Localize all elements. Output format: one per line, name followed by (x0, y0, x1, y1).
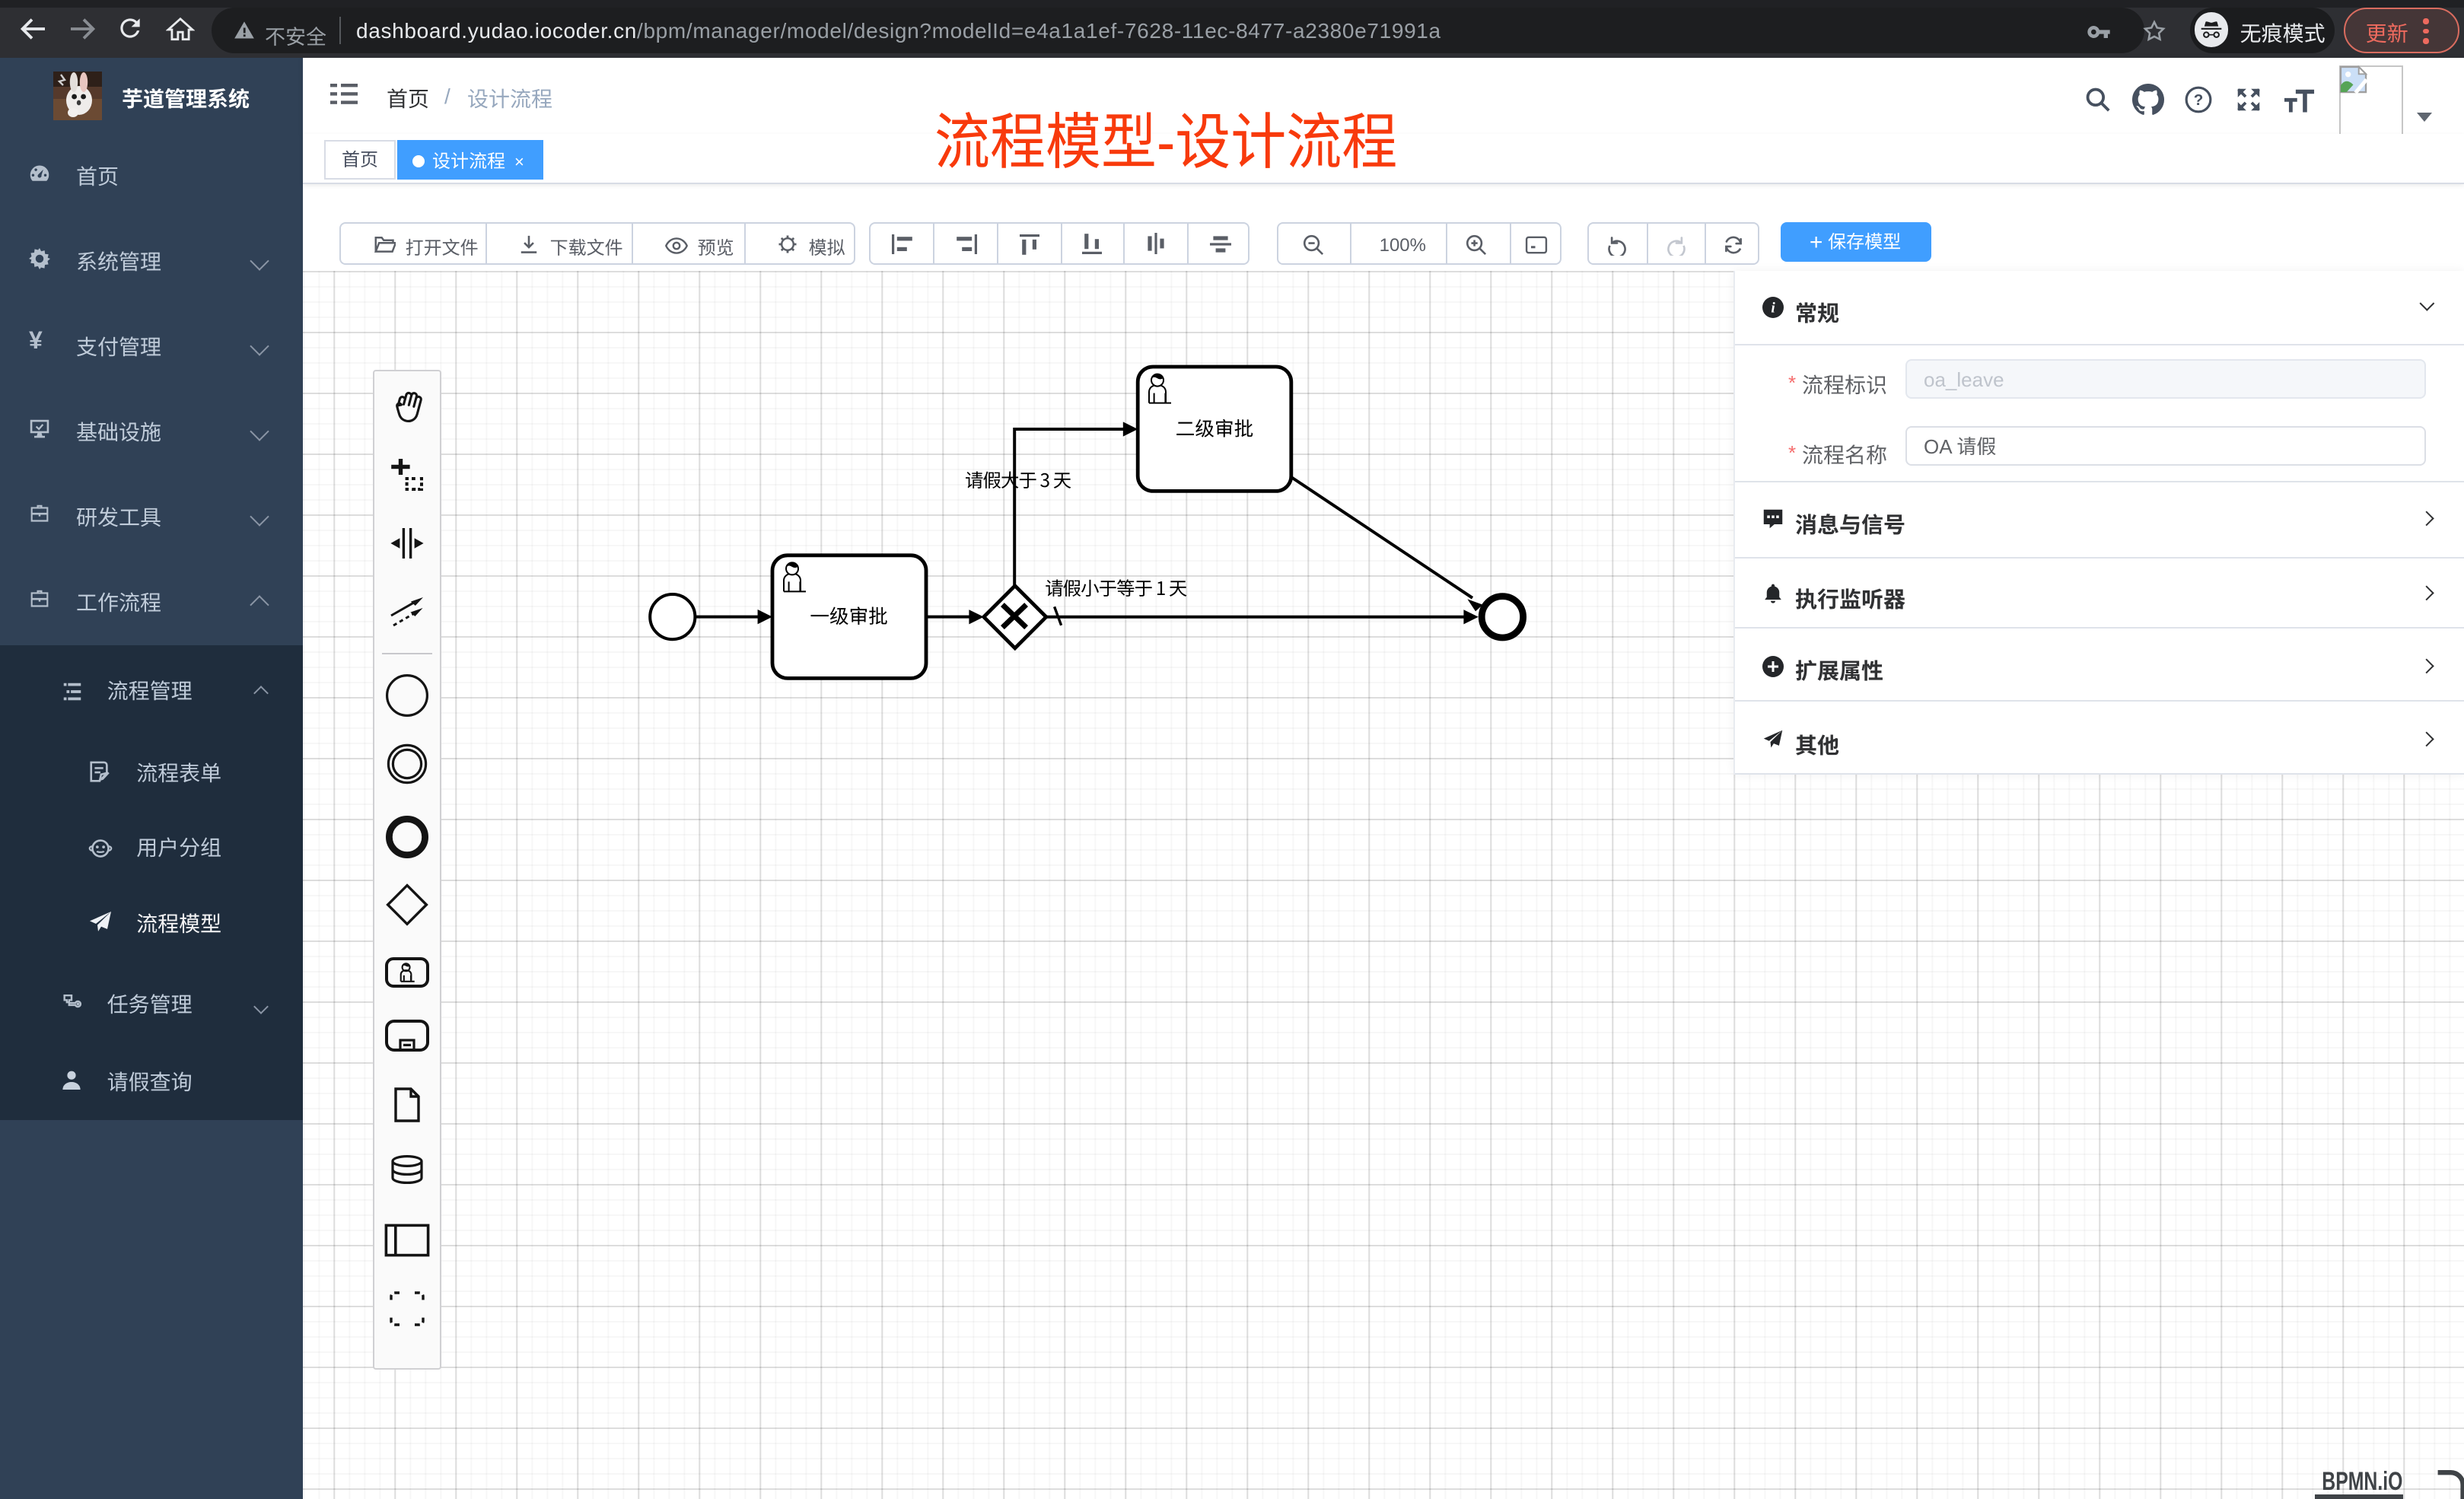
svg-text:?: ? (2194, 91, 2204, 109)
svg-text:i: i (1770, 301, 1775, 317)
